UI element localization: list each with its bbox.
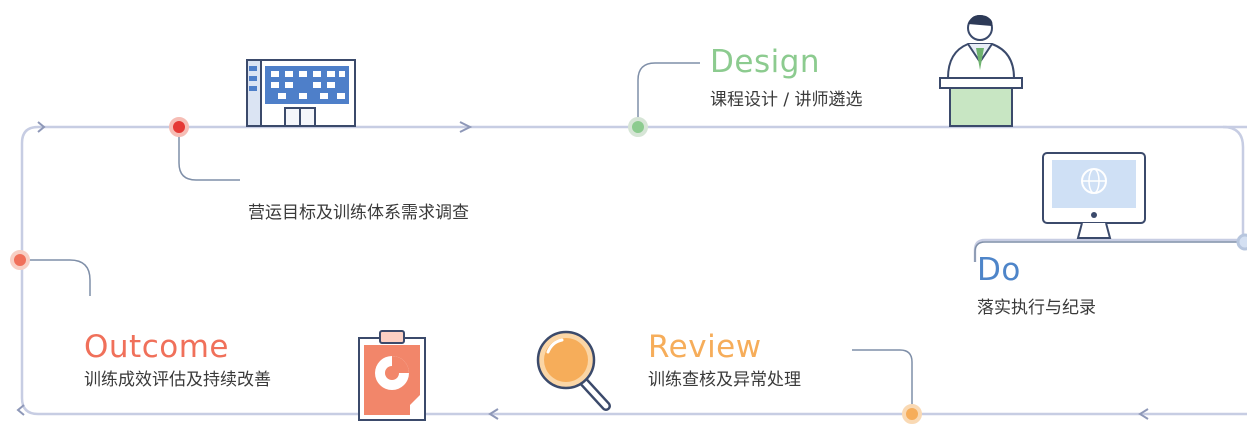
- magnifier-icon: [536, 330, 611, 411]
- connector-review: [852, 349, 913, 412]
- node-survey: [169, 117, 189, 137]
- loop-right-upper: [1222, 125, 1245, 240]
- connector-survey: [178, 129, 240, 181]
- outcome-subtitle: 训练成效评估及持续改善: [84, 370, 271, 390]
- arrow-top-mid: [459, 121, 473, 133]
- node-do: [1236, 233, 1247, 251]
- arrow-top-left: [37, 121, 46, 133]
- node-review: [902, 404, 922, 424]
- survey-subtitle: 营运目标及训练体系需求调查: [248, 203, 469, 223]
- do-subtitle: 落实执行与纪录: [977, 298, 1096, 318]
- arrow-bottom-mid: [488, 408, 499, 420]
- monitor-globe-icon: [1042, 152, 1146, 239]
- review-subtitle: 训练查核及异常处理: [648, 370, 801, 390]
- connector-do: [974, 241, 1243, 262]
- connectors: [20, 62, 1243, 412]
- clipboard-chart-icon: [358, 330, 426, 421]
- design-title: Design: [710, 44, 821, 80]
- connector-outcome: [20, 259, 91, 296]
- loop-arrows: [16, 121, 1149, 420]
- building-icon: [246, 59, 356, 127]
- node-design: [628, 117, 648, 137]
- arrow-bottom-left: [16, 404, 25, 416]
- do-title: Do: [977, 252, 1021, 288]
- connector-design: [637, 62, 700, 126]
- review-title: Review: [648, 329, 762, 365]
- node-outcome: [10, 250, 30, 270]
- design-subtitle: 课程设计 / 讲师遴选: [710, 90, 863, 110]
- outcome-title: Outcome: [84, 329, 229, 365]
- presenter-podium-icon: [939, 15, 1023, 127]
- arrow-bottom-right: [1138, 408, 1149, 420]
